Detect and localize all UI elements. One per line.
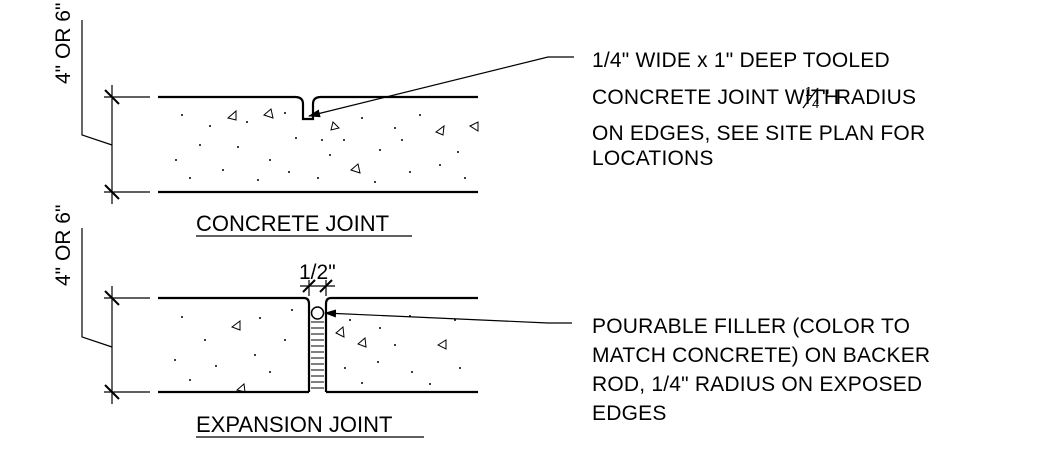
joint-note: 1/4" WIDE x 1" DEEP TOOLED CONCRETE JOIN…	[592, 49, 925, 170]
note-leader	[308, 56, 574, 118]
note-line: CONCRETE JOINT WITH	[592, 86, 839, 109]
fraction-bar	[802, 87, 819, 109]
note-line: MATCH CONCRETE) ON BACKER	[592, 344, 930, 367]
fraction-denominator: 4	[812, 96, 819, 111]
concrete-hatch	[230, 320, 447, 393]
note-line: " RADIUS	[822, 86, 916, 109]
slab-top-edge-right	[324, 296, 478, 392]
note-line: ON EDGES, SEE SITE PLAN FOR	[592, 122, 925, 145]
fraction-numerator: 1	[805, 84, 812, 99]
detail-title: CONCRETE JOINT	[196, 211, 389, 236]
joint-note: POURABLE FILLER (COLOR TO MATCH CONCRETE…	[592, 315, 930, 425]
concrete-dots	[174, 309, 461, 385]
note-line: EDGES	[592, 402, 667, 425]
concrete-dots	[175, 112, 466, 183]
note-line: LOCATIONS	[592, 147, 714, 170]
detail-title: EXPANSION JOINT	[196, 412, 392, 437]
concrete-joint-detail: 4" OR 6" 1/4" WIDE x 1" DEEP TOOLED CONC…	[52, 3, 925, 237]
expansion-joint-detail: 4" OR 6" 1/2" POURABLE FILLER (COLOR TO …	[52, 205, 930, 438]
depth-dimension	[81, 20, 150, 204]
concrete-hatch	[226, 108, 479, 174]
note-line: POURABLE FILLER (COLOR TO	[592, 315, 910, 338]
slab-top-edge-left	[158, 296, 311, 392]
note-line: 1/4" WIDE x 1" DEEP TOOLED	[592, 49, 890, 72]
slab-top-edge	[158, 95, 478, 121]
joint-width-dimension	[300, 279, 335, 296]
joint-width-label: 1/2"	[299, 261, 336, 284]
backer-rod	[310, 306, 325, 320]
joint-filler-hatch	[311, 321, 324, 389]
depth-label: 4" OR 6"	[52, 205, 75, 286]
note-leader	[324, 309, 572, 324]
depth-label: 4" OR 6"	[52, 3, 75, 84]
depth-dimension	[81, 228, 150, 404]
note-line: ROD, 1/4" RADIUS ON EXPOSED	[592, 373, 922, 396]
